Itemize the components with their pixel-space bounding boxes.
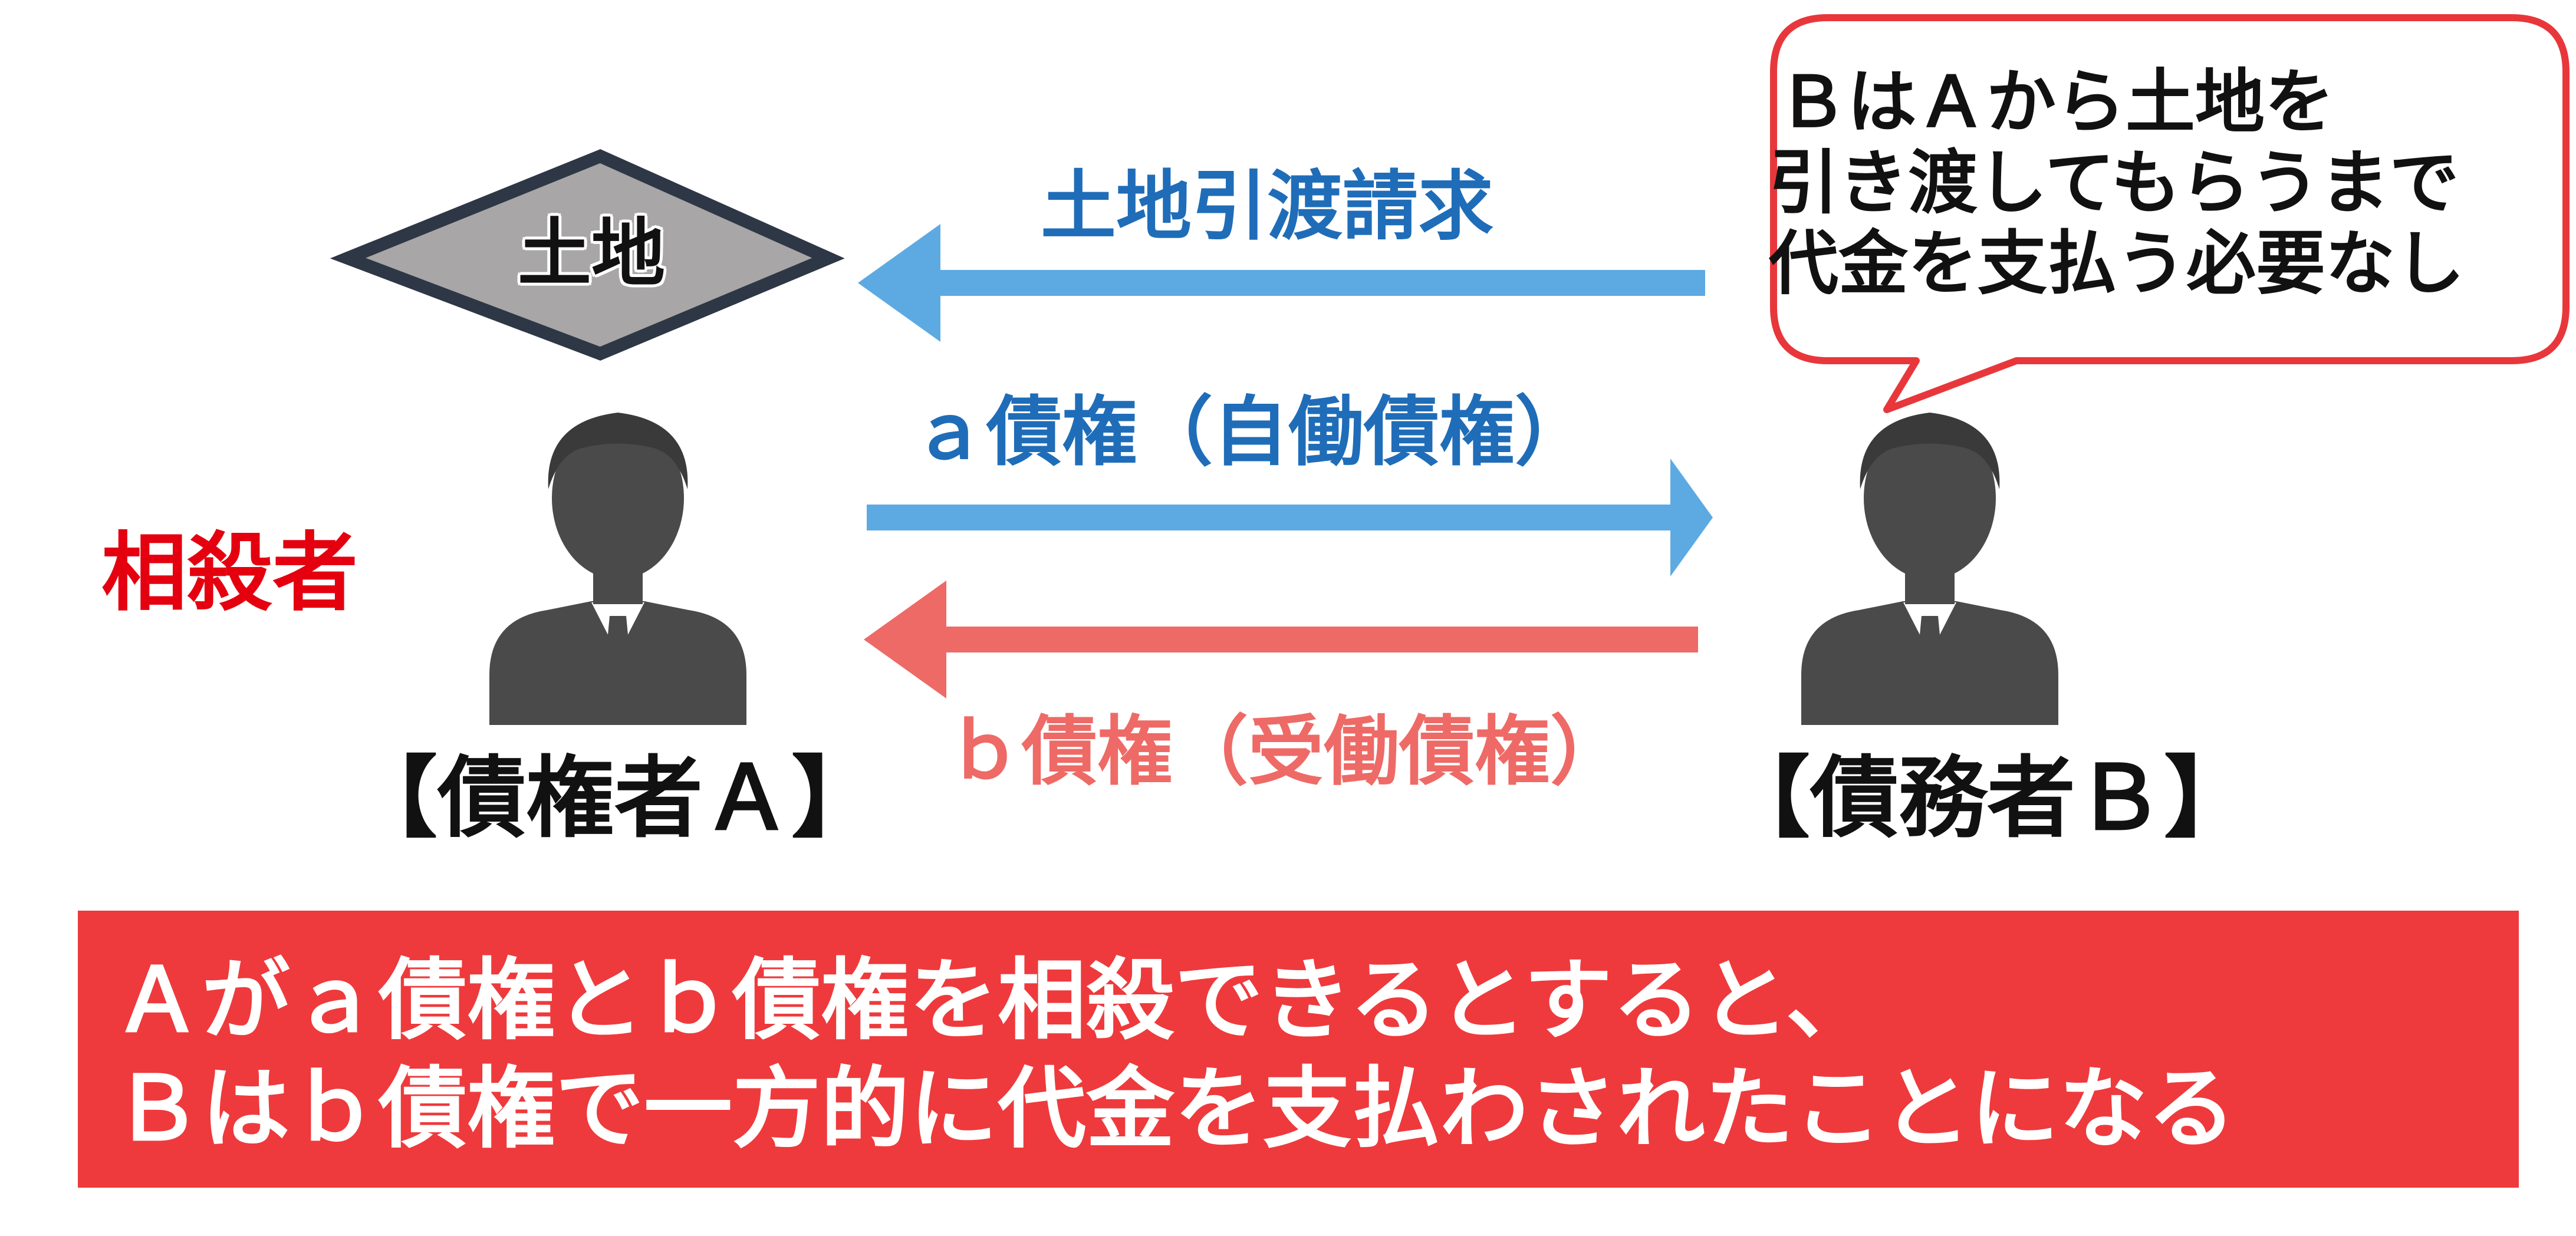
banner-line: Ａがａ債権とｂ債権を相殺できるとすると、	[113, 950, 1874, 1052]
land-delivery-arrow	[858, 224, 1705, 342]
speech-bubble-icon	[1770, 14, 2570, 413]
debtor-label: 【債務者Ｂ】	[1722, 747, 2253, 850]
creditor-label: 【債権者Ａ】	[349, 747, 880, 850]
claim-a-arrow	[867, 459, 1713, 576]
claim-b-label: ｂ債権（受働債権）	[946, 708, 1626, 796]
bubble-text: ＢはＡから土地を 引き渡してもらうまで 代金を支払う必要なし	[1769, 62, 2465, 304]
land-delivery-label: 土地引渡請求	[1041, 163, 1494, 251]
setoff-role-label: 相殺者	[101, 523, 358, 623]
banner-line: Ｂはｂ債権で一方的に代金を支払わされたことになる	[113, 1058, 2236, 1161]
conclusion-banner: Ａがａ債権とｂ債権を相殺できるとすると、 Ｂはｂ債権で一方的に代金を支払わされた…	[78, 911, 2519, 1188]
bubble-line: 引き渡してもらうまで	[1769, 141, 2459, 223]
claim-a-label: ａ債権（自働債権）	[911, 388, 1591, 476]
land-label: 土地	[518, 211, 665, 296]
bubble-line: 代金を支払う必要なし	[1769, 222, 2465, 304]
bubble-line: ＢはＡから土地を	[1778, 61, 2335, 143]
claim-b-arrow	[864, 581, 1698, 698]
person-icon	[1801, 413, 2058, 725]
person-icon	[489, 413, 746, 725]
land-diamond-icon	[330, 149, 845, 361]
